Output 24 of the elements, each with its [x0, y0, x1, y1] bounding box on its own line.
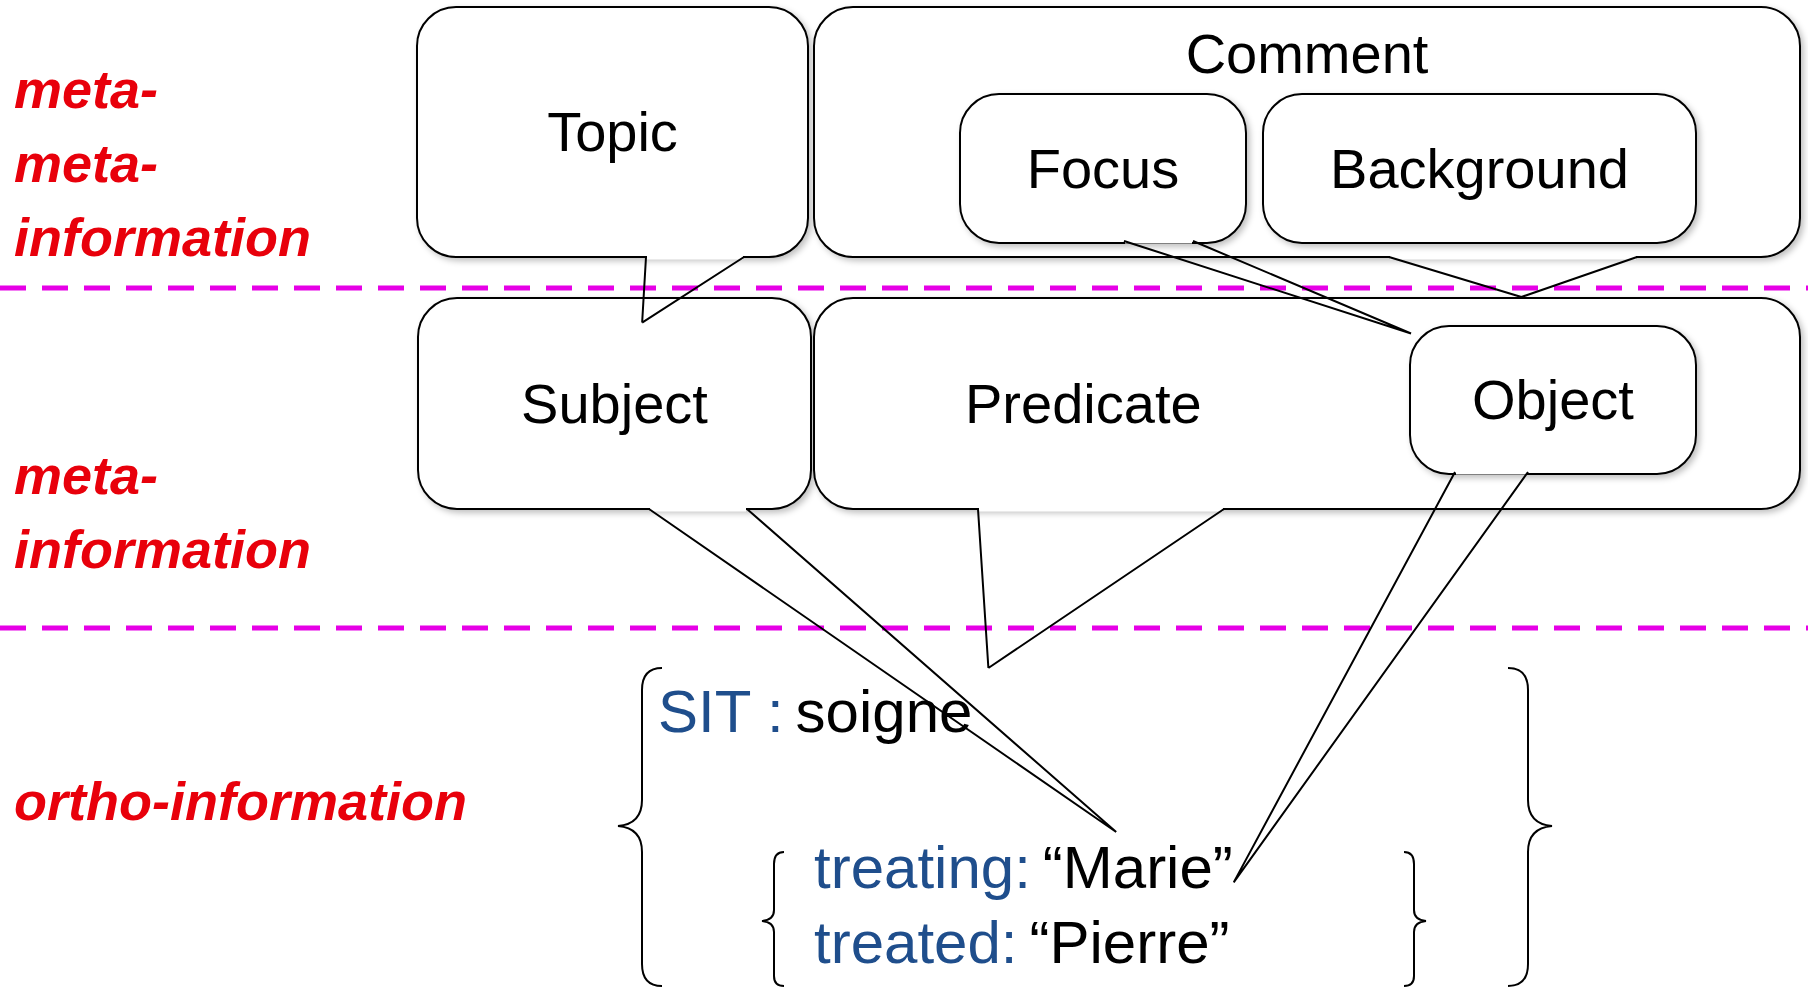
bubble-label: Predicate [965, 375, 1202, 432]
speech-bubble [417, 297, 812, 510]
speech-bubble [813, 6, 1801, 258]
feature-name: treating: [814, 838, 1031, 898]
feature-name: SIT : [658, 682, 784, 742]
speech-bubble [416, 6, 809, 258]
bubble-label: Comment [1185, 26, 1429, 82]
callout-tail [1388, 256, 1638, 298]
feature-value: “Marie” [1042, 838, 1233, 898]
callout-tail [977, 508, 1225, 669]
bubble-label: Focus [1026, 140, 1180, 197]
speech-bubble [813, 297, 1801, 510]
level-label: meta-information [14, 444, 311, 581]
feature-name: treated: [814, 912, 1018, 973]
level-label: meta-meta-information [14, 58, 311, 269]
speech-bubble [1409, 325, 1697, 475]
speech-bubble [959, 93, 1247, 244]
level-label: ortho-information [14, 770, 467, 833]
callout-tail [1123, 240, 1413, 335]
callout-tail [1232, 471, 1529, 884]
callout-tail [641, 256, 745, 324]
speech-bubble [1262, 93, 1697, 244]
feature-value: “Pierre” [1029, 912, 1230, 973]
callout-tail [648, 508, 1118, 833]
